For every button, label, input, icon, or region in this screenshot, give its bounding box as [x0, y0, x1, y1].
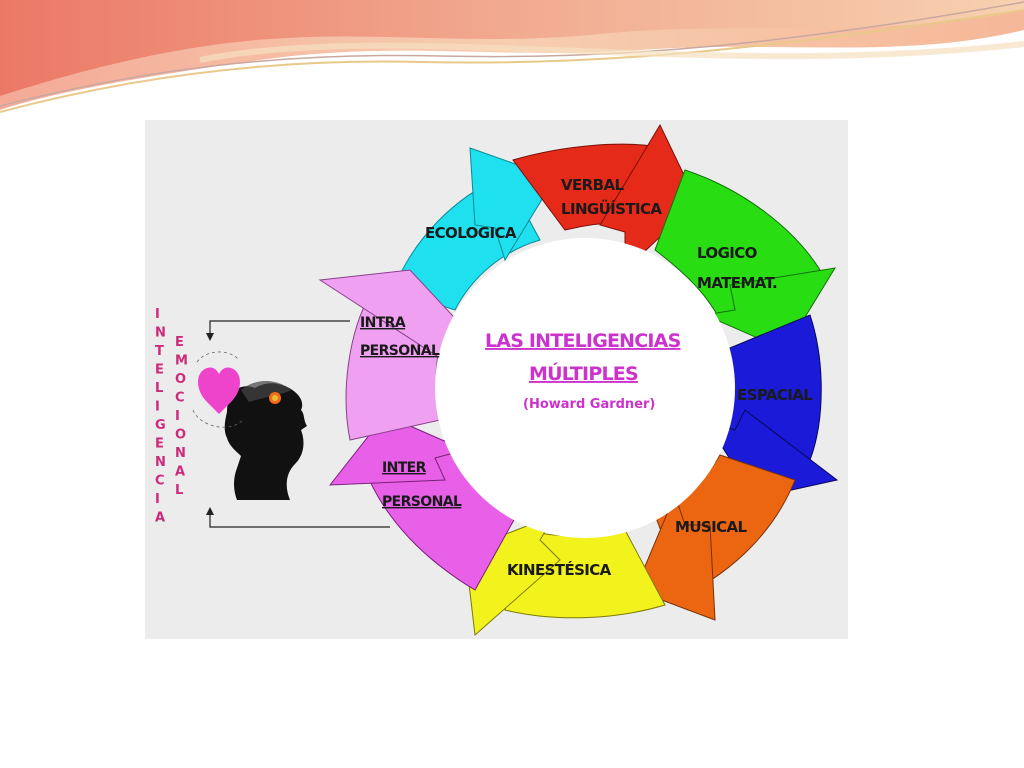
vertical-letter: I — [155, 492, 160, 507]
label-intrapersonal-1: INTRA — [360, 315, 406, 331]
label-interpersonal-2: PERSONAL — [382, 494, 462, 510]
vertical-letter: G — [155, 418, 166, 433]
label-logico-2: MATEMAT. — [697, 274, 777, 292]
label-interpersonal-1: INTER — [382, 460, 427, 476]
vertical-letter: E — [175, 335, 184, 350]
vertical-letter: I — [175, 409, 180, 424]
head-silhouette-icon — [224, 381, 307, 500]
vertical-letter: O — [175, 372, 186, 387]
vertical-letter: E — [155, 437, 164, 452]
vertical-letter: O — [175, 428, 186, 443]
label-espacial: ESPACIAL — [737, 386, 813, 404]
vertical-letter: C — [175, 391, 185, 406]
vertical-letter: A — [175, 465, 185, 480]
vertical-letter: A — [155, 511, 165, 526]
vertical-letter: L — [155, 381, 163, 396]
label-logico-1: LOGICO — [697, 244, 757, 262]
vertical-letter: T — [155, 344, 164, 359]
center-title-line1: LAS INTELIGENCIAS — [485, 330, 681, 352]
center-subtitle: (Howard Gardner) — [523, 397, 655, 412]
dashed-circle — [196, 351, 240, 363]
center-title-line2: MÚLTIPLES — [529, 361, 638, 385]
vertical-letter: L — [175, 483, 183, 498]
label-kinestesica: KINESTÉSICA — [507, 560, 612, 579]
label-intrapersonal-2: PERSONAL — [360, 343, 440, 359]
connector-lower-arrow — [206, 507, 214, 515]
vertical-letter: I — [155, 400, 160, 415]
vertical-letter: C — [155, 474, 165, 489]
connector-upper-arrow — [206, 333, 214, 341]
connector-upper — [209, 320, 350, 333]
vertical-letter: M — [175, 354, 188, 369]
connector-lower — [209, 515, 390, 528]
label-ecologica: ECOLOGICA — [425, 224, 517, 242]
vertical-letter: I — [155, 307, 160, 322]
heart-icon — [198, 367, 240, 414]
label-musical: MUSICAL — [675, 518, 748, 536]
diagram-canvas: ECOLOGICA VERBAL LINGÜÍSTICA LOGICO MATE… — [155, 123, 839, 637]
center-circle — [435, 238, 735, 538]
intelligences-diagram: ECOLOGICA VERBAL LINGÜÍSTICA LOGICO MATE… — [145, 120, 848, 639]
vertical-letter: N — [155, 455, 166, 470]
vertical-letter: E — [155, 363, 164, 378]
label-verbal-2: LINGÜÍSTICA — [561, 199, 662, 218]
vertical-letter: N — [175, 446, 186, 461]
vertical-letter: N — [155, 326, 166, 341]
label-verbal-1: VERBAL — [561, 176, 624, 194]
decorative-waves — [0, 0, 1024, 113]
vertical-word-inteligencia: INTELIGENCIA — [155, 307, 166, 526]
